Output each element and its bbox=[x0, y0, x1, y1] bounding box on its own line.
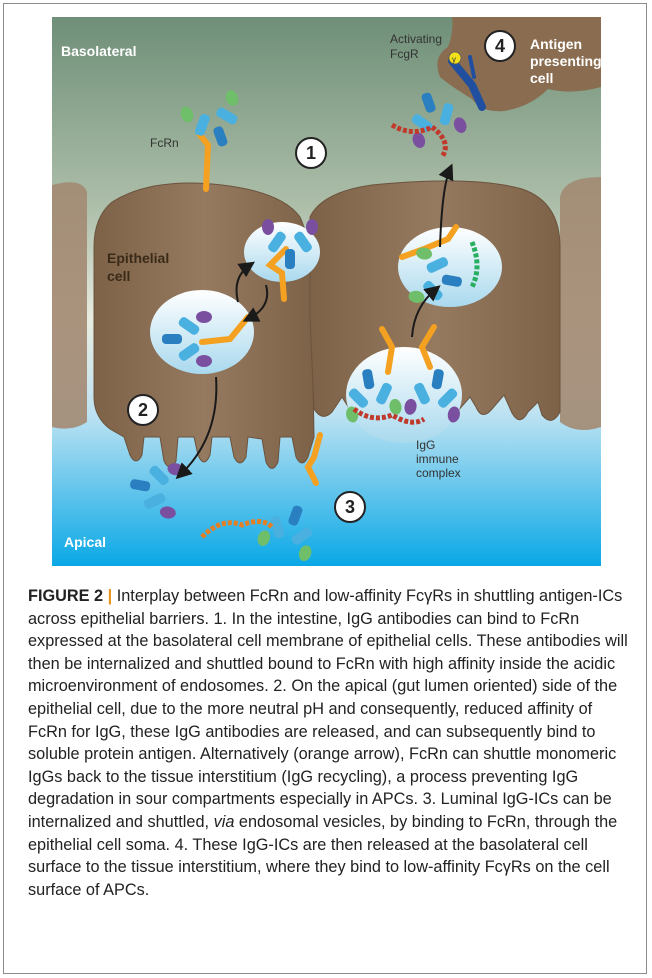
step-2-marker: 2 bbox=[128, 395, 158, 425]
label-apc-3: cell bbox=[530, 70, 553, 86]
side-cell-left bbox=[52, 182, 87, 428]
figure-caption: FIGURE 2 | Interplay between FcRn and lo… bbox=[28, 585, 628, 901]
step-3-marker: 3 bbox=[335, 492, 365, 522]
label-gamma: γ bbox=[452, 55, 456, 64]
svg-text:1: 1 bbox=[306, 143, 316, 163]
label-igg-3: complex bbox=[416, 466, 461, 480]
caption-text-1: Interplay between FcRn and low-affinity … bbox=[28, 587, 628, 831]
label-apc-1: Antigen bbox=[530, 36, 582, 52]
caption-text-italic: via bbox=[214, 813, 235, 831]
side-cell-right bbox=[560, 177, 601, 430]
figure-illustration: Basolateral Apical Epithelial cell Antig… bbox=[52, 17, 601, 566]
label-igg-2: immune bbox=[416, 452, 459, 466]
label-basolateral: Basolateral bbox=[61, 43, 136, 59]
label-fcrn: FcRn bbox=[150, 136, 179, 150]
label-activating-1: Activating bbox=[390, 32, 442, 46]
label-activating-2: FcgR bbox=[390, 47, 419, 61]
step-4-marker: 4 bbox=[485, 31, 515, 61]
label-apc-2: presenting bbox=[530, 53, 601, 69]
label-igg-1: IgG bbox=[416, 438, 435, 452]
label-apical: Apical bbox=[64, 534, 106, 550]
label-epithelial-2: cell bbox=[107, 268, 130, 284]
label-epithelial-1: Epithelial bbox=[107, 250, 169, 266]
caption-label: FIGURE 2 bbox=[28, 587, 103, 605]
caption-separator: | bbox=[108, 587, 113, 605]
svg-text:3: 3 bbox=[345, 497, 355, 517]
svg-text:4: 4 bbox=[495, 36, 505, 56]
step-1-marker: 1 bbox=[296, 138, 326, 168]
svg-text:2: 2 bbox=[138, 400, 148, 420]
